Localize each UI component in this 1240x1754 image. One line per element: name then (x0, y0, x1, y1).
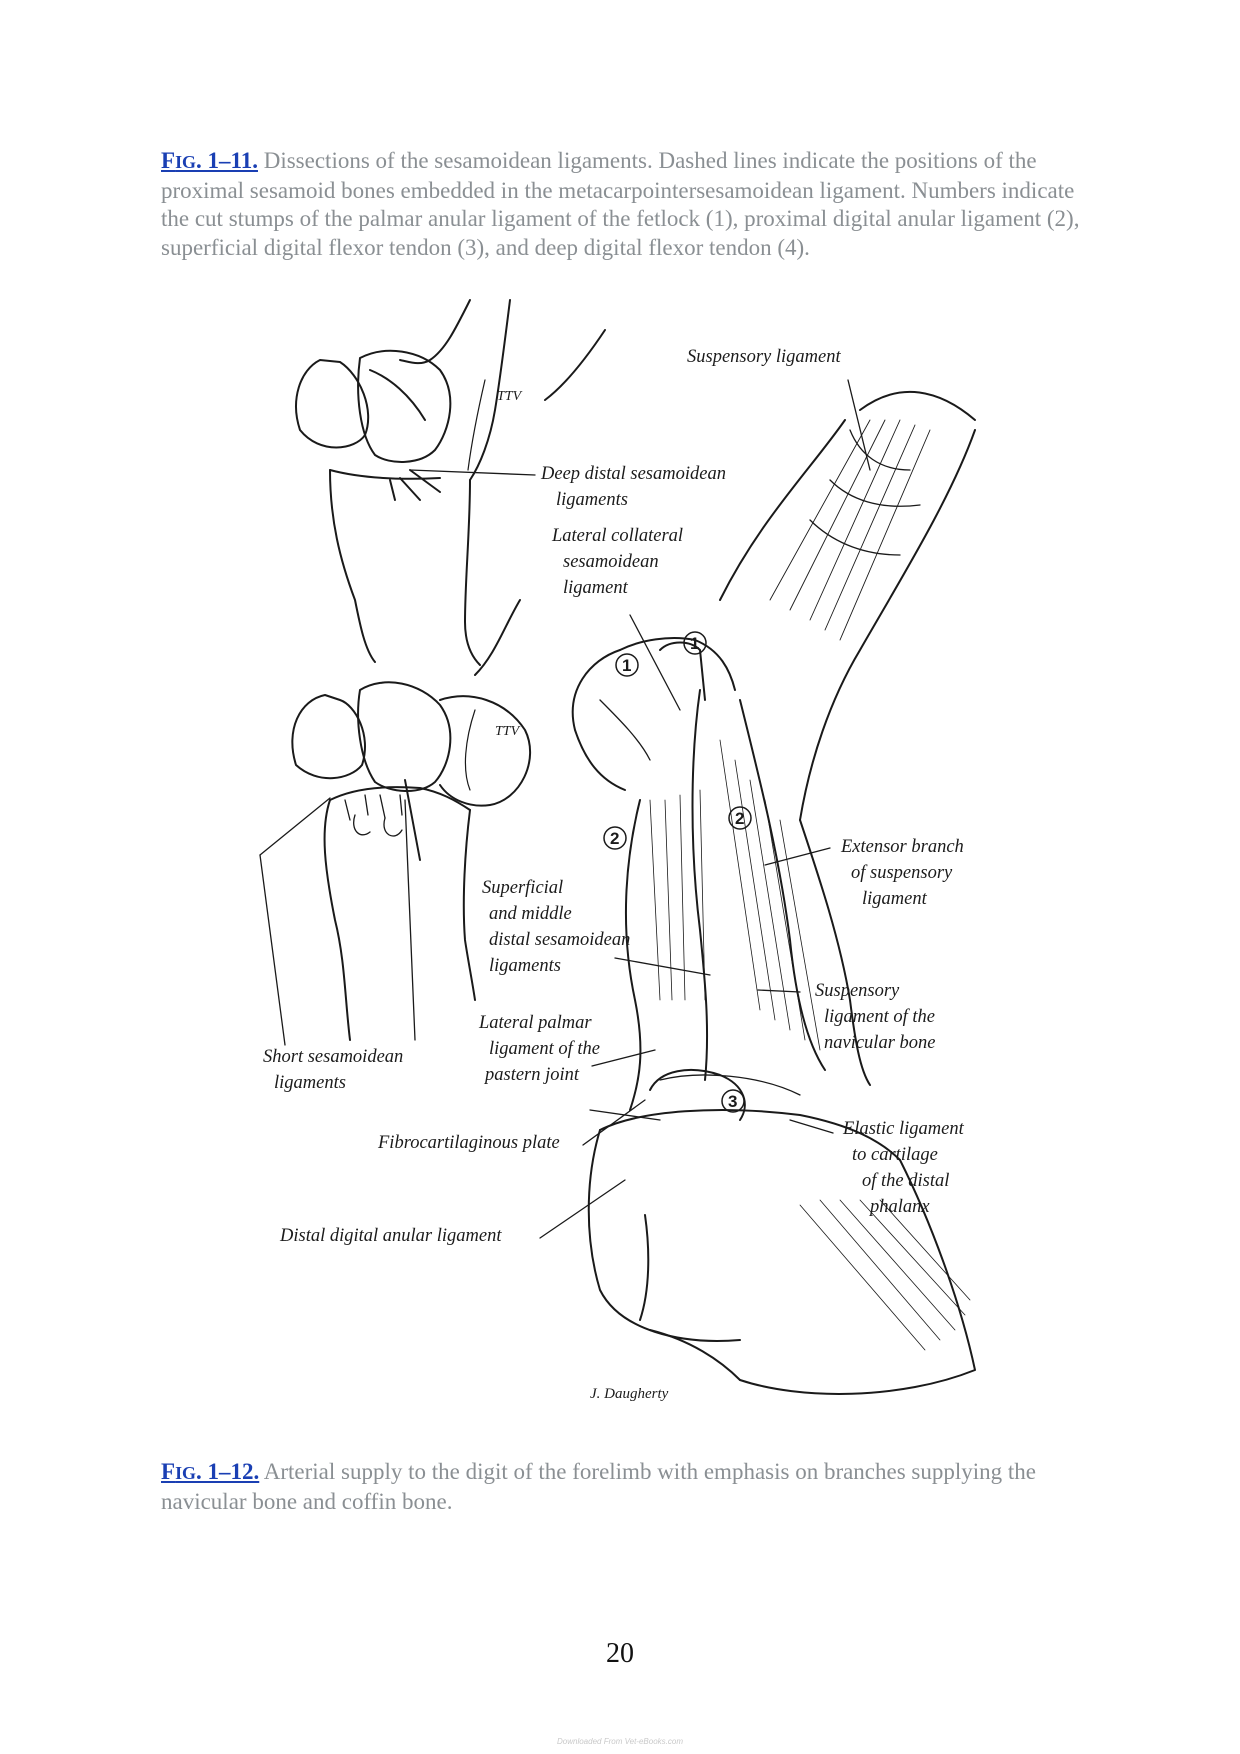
artist-mark-lower: TTV (495, 724, 521, 739)
caption-text-1-11: Dissections of the sesamoidean ligaments… (161, 148, 1080, 260)
label-lateral-collateral-1: Lateral collateral (551, 526, 683, 546)
label-extensor-branch-1: Extensor branch (840, 837, 964, 857)
label-suspensory-navicular-2: ligament of the (824, 1007, 935, 1027)
figure-ref-link-1-11[interactable]: FIG. 1–11. (161, 148, 258, 173)
label-suspensory-navicular-3: navicular bone (824, 1033, 936, 1053)
figure-caption-1-12: FIG. 1–12. Arterial supply to the digit … (161, 1458, 1091, 1516)
label-lateral-palmar-3: pastern joint (483, 1065, 580, 1085)
label-lateral-palmar-2: ligament of the (489, 1039, 600, 1059)
label-elastic-ligament-3: of the distal (862, 1171, 949, 1191)
fig-ref-number: . 1–11. (196, 148, 258, 173)
lower-left-specimen-drawing (291, 599, 531, 1041)
label-suspensory-navicular-1: Suspensory (815, 981, 900, 1001)
label-superficial-middle-4: ligaments (489, 956, 561, 976)
artist-signature: J. Daugherty (590, 1386, 669, 1402)
label-leader-lines (259, 379, 871, 1239)
label-lateral-collateral-2: sesamoidean (563, 552, 659, 572)
figure-labels: Suspensory ligament Deep distal sesamoid… (263, 347, 965, 1402)
label-deep-distal-sesamoidean-2: ligaments (556, 490, 628, 510)
figure-ref-link-1-12[interactable]: FIG. 1–12. (161, 1459, 260, 1484)
upper-left-specimen-drawing (295, 299, 606, 666)
label-short-sesamoidean-2: ligaments (274, 1073, 346, 1093)
label-deep-distal-sesamoidean-1: Deep distal sesamoidean (540, 464, 726, 484)
label-lateral-collateral-3: ligament (563, 578, 629, 598)
stump-markers (603, 631, 752, 1113)
label-elastic-ligament-2: to cartilage (852, 1145, 938, 1165)
label-elastic-ligament-4: phalanx (868, 1197, 930, 1217)
figure-caption-1-11: FIG. 1–11. Dissections of the sesamoidea… (161, 147, 1091, 262)
stump-number-2a: 2 (735, 809, 744, 828)
label-distal-digital-anular: Distal digital anular ligament (279, 1226, 502, 1246)
label-superficial-middle-2: and middle (489, 904, 572, 924)
label-fibrocartilaginous-plate: Fibrocartilaginous plate (377, 1133, 560, 1153)
stump-number-1a: 1 (690, 634, 699, 653)
label-superficial-middle-3: distal sesamoidean (489, 930, 630, 950)
fig-ref-number: . 1–12. (196, 1459, 260, 1484)
label-short-sesamoidean-1: Short sesamoidean (263, 1047, 403, 1067)
right-specimen-drawing (571, 390, 976, 1395)
stump-number-2b: 2 (610, 829, 619, 848)
anatomical-illustration: Suspensory ligament Deep distal sesamoid… (259, 299, 976, 1402)
artist-mark-upper: TTV (497, 389, 523, 404)
stump-number-3: 3 (728, 1092, 737, 1111)
label-extensor-branch-2: of suspensory (851, 863, 953, 883)
label-extensor-branch-3: ligament (862, 889, 928, 909)
download-watermark: Downloaded From Vet-eBooks.com (557, 1737, 683, 1746)
label-elastic-ligament-1: Elastic ligament (842, 1119, 965, 1139)
fig-ref-smallcaps: IG (175, 1463, 196, 1483)
label-suspensory-ligament: Suspensory ligament (687, 347, 841, 367)
caption-text-1-12: Arterial supply to the digit of the fore… (161, 1459, 1037, 1514)
fig-ref-smallcaps: IG (175, 152, 196, 172)
page-number: 20 (606, 1638, 634, 1669)
stump-number-1b: 1 (622, 656, 631, 675)
label-lateral-palmar-1: Lateral palmar (478, 1013, 592, 1033)
label-superficial-middle-1: Superficial (482, 878, 563, 898)
